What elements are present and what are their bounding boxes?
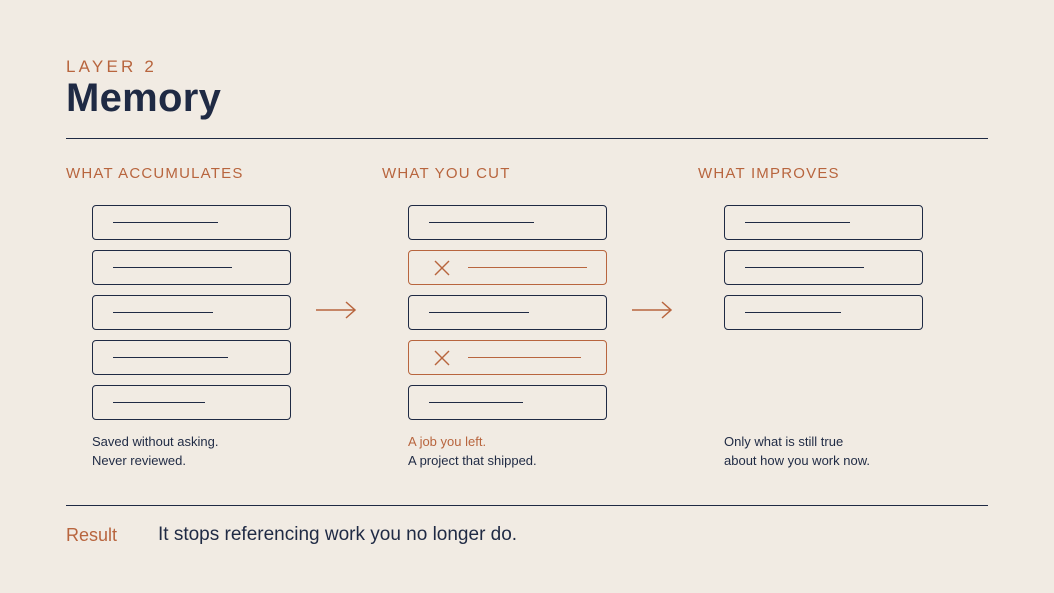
caption-line-1: A job you left. — [408, 434, 487, 449]
memory-line — [429, 222, 534, 223]
memory-card — [408, 205, 607, 240]
caption-line-2: about how you work now. — [724, 453, 870, 468]
memory-line — [468, 267, 587, 268]
memory-line — [745, 222, 850, 223]
memory-card-cut — [408, 340, 607, 375]
memory-line — [745, 267, 864, 268]
memory-card — [92, 295, 291, 330]
memory-line — [113, 222, 218, 223]
bottom-divider — [66, 505, 988, 506]
memory-line — [113, 402, 205, 403]
caption-accumulates: Saved without asking. Never reviewed. — [92, 432, 218, 470]
card-stack-improves — [724, 205, 923, 340]
column-heading-accumulates: WHAT ACCUMULATES — [66, 165, 244, 182]
caption-line-1: Saved without asking. — [92, 434, 219, 449]
card-stack-accumulates — [92, 205, 291, 430]
memory-card-cut — [408, 250, 607, 285]
memory-card — [408, 295, 607, 330]
arrow-right-icon — [632, 301, 673, 319]
memory-card — [92, 340, 291, 375]
memory-card — [724, 295, 923, 330]
caption-line-2: Never reviewed. — [92, 453, 186, 468]
caption-line-2: A project that shipped. — [408, 453, 537, 468]
memory-line — [113, 267, 232, 268]
card-stack-cut — [408, 205, 607, 430]
memory-card — [92, 250, 291, 285]
caption-improves: Only what is still true about how you wo… — [724, 432, 870, 470]
column-heading-improves: WHAT IMPROVES — [698, 165, 840, 182]
top-divider — [66, 138, 988, 139]
x-icon — [434, 350, 450, 366]
memory-line — [745, 312, 841, 313]
arrow-right-icon — [316, 301, 357, 319]
memory-line — [113, 312, 213, 313]
caption-cut: A job you left. A project that shipped. — [408, 432, 537, 470]
result-label: Result — [66, 525, 118, 545]
page-title: Memory — [66, 76, 222, 120]
column-heading-cut: WHAT YOU CUT — [382, 165, 511, 182]
memory-line — [468, 357, 581, 358]
result-text: It stops referencing work you no longer … — [158, 524, 518, 545]
x-icon — [434, 260, 450, 276]
memory-line — [113, 357, 228, 358]
memory-card — [92, 205, 291, 240]
memory-card — [724, 205, 923, 240]
memory-card — [92, 385, 291, 420]
caption-line-1: Only what is still true — [724, 434, 844, 449]
memory-card — [408, 385, 607, 420]
memory-card — [724, 250, 923, 285]
memory-line — [429, 402, 523, 403]
eyebrow-label: LAYER 2 — [66, 57, 158, 76]
memory-line — [429, 312, 529, 313]
